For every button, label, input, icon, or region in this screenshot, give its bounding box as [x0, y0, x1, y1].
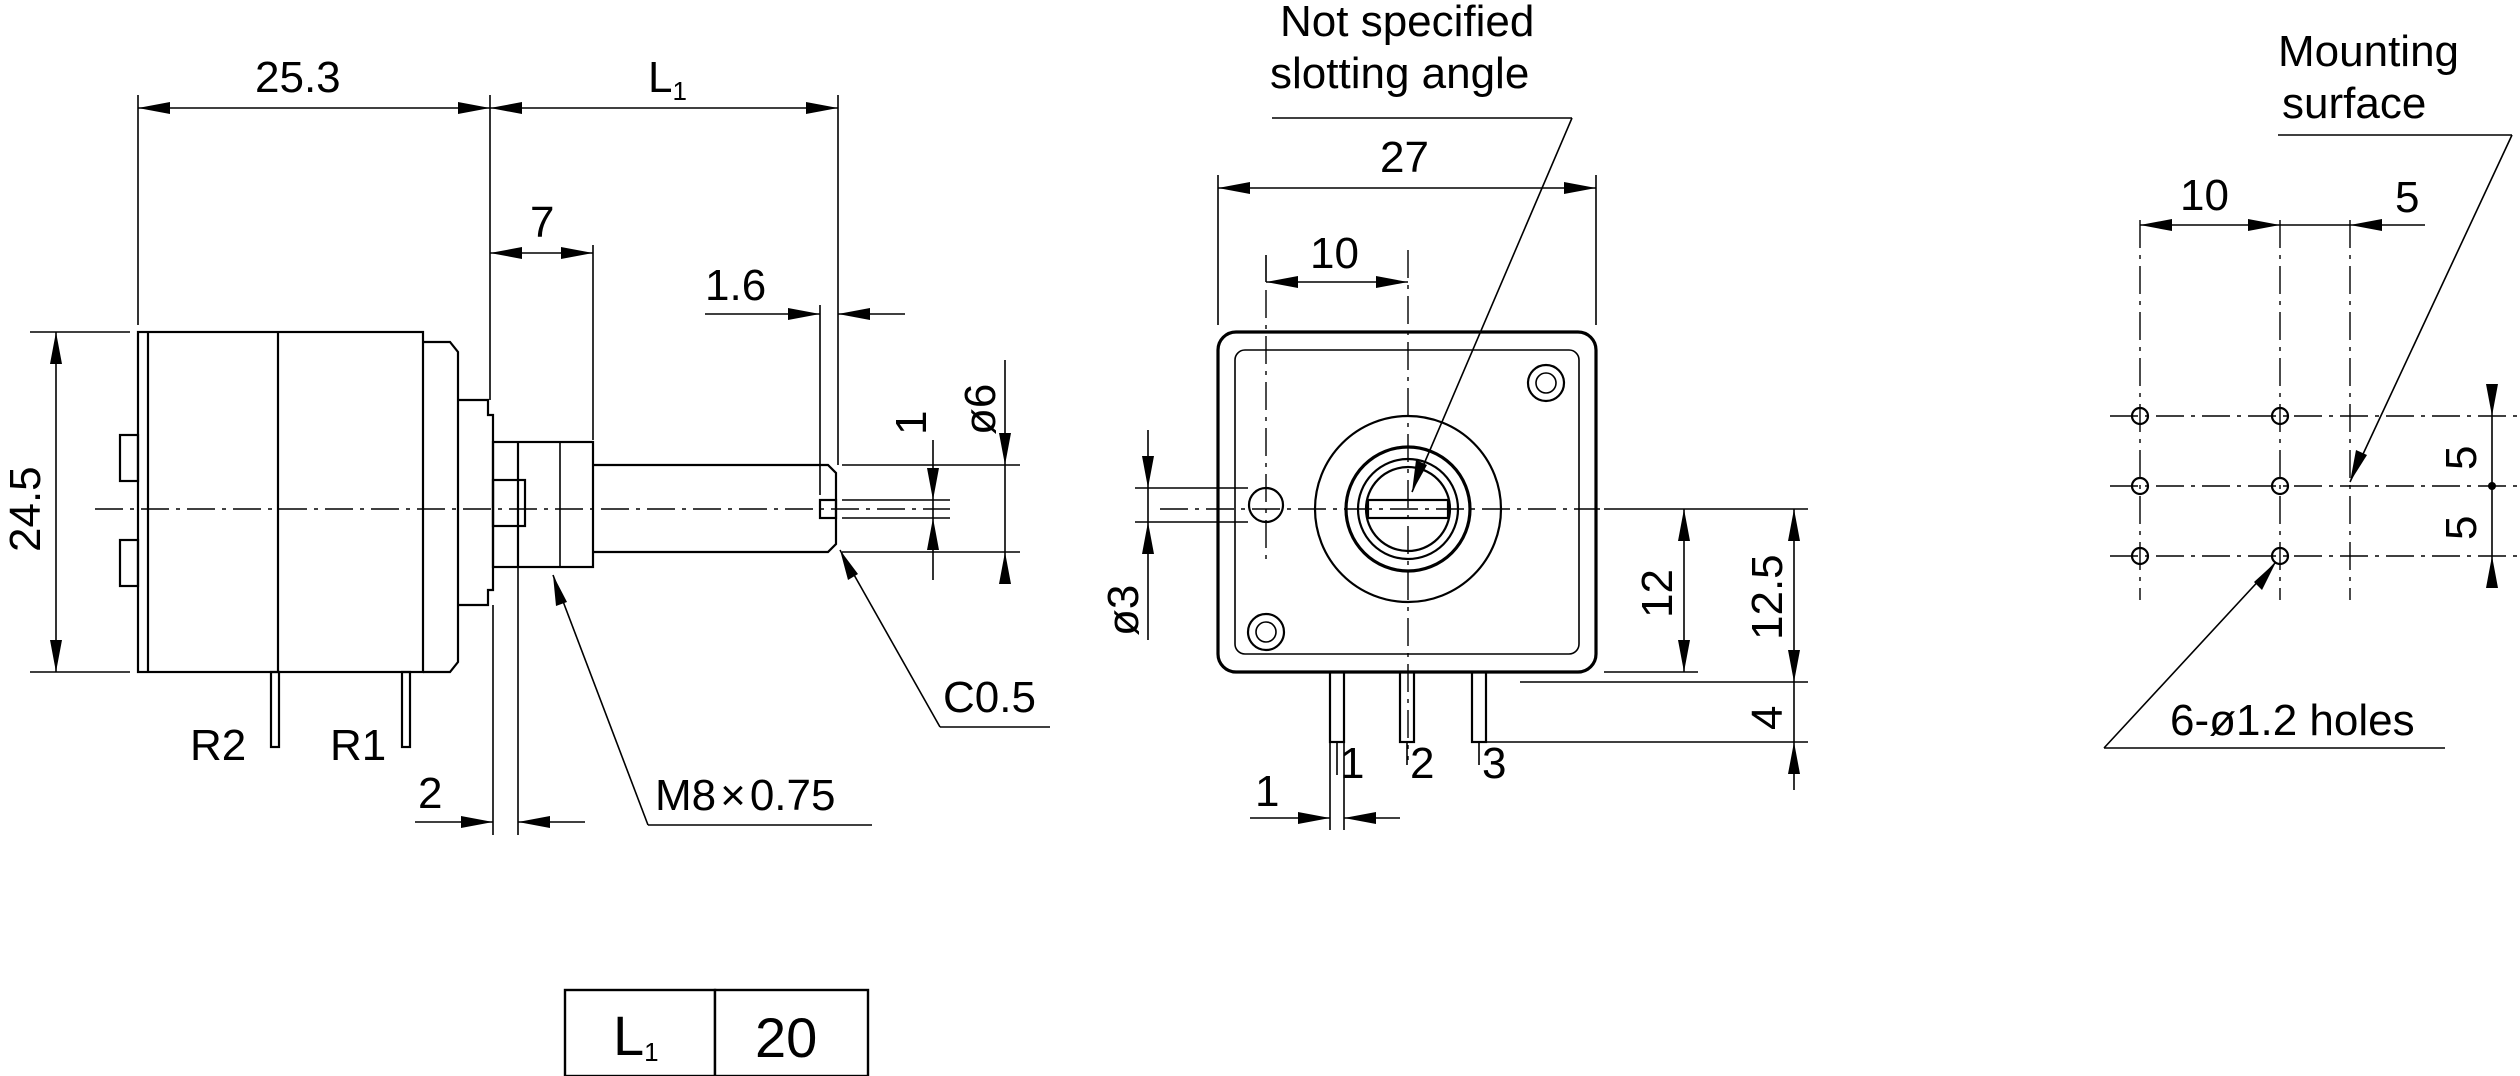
- dim-text-12-5: 12.5: [1743, 554, 1792, 640]
- dim-text-25-3: 25.3: [255, 53, 341, 102]
- dim-text-l1: L1: [648, 53, 687, 106]
- front-housing: [1216, 330, 1598, 674]
- terminals: R2 R1: [190, 670, 412, 770]
- dim-text-thread: M8×0.75: [655, 771, 835, 820]
- dim-text-c0-5: C0.5: [943, 673, 1036, 722]
- mount-line-1: Mounting: [2278, 27, 2459, 76]
- dim-front-height-12: 12: [1604, 508, 1698, 673]
- pin-label-2: 2: [1410, 739, 1434, 788]
- dim-bushing-length: 7: [490, 198, 594, 440]
- terminal-label-r2: R2: [190, 721, 246, 770]
- table-header: L1: [613, 1004, 659, 1067]
- dim-text-12: 12: [1633, 569, 1682, 618]
- dim-body-length: 25.3: [137, 53, 491, 400]
- dim-slot-width-diameter: 1 ø6: [842, 360, 1020, 584]
- dim-text-27: 27: [1380, 133, 1429, 182]
- dim-text-diam-3: ø3: [1099, 585, 1148, 636]
- note-line-2: slotting angle: [1270, 49, 1529, 98]
- dim-text-10-pcb: 10: [2180, 171, 2229, 220]
- dim-slot-depth: 1.6: [705, 261, 905, 495]
- leader-thread: M8×0.75: [552, 574, 872, 826]
- dim-front-width: 27: [1217, 133, 1597, 325]
- front-view: 1 2 3 Not specified slotting angle 27: [1099, 0, 1808, 830]
- dim-shaft-length: L1: [490, 53, 839, 465]
- front-pins: 1 2 3: [1328, 670, 1506, 788]
- holes-label: 6-ø1.2 holes: [2170, 696, 2415, 745]
- dim-pin-width: 1: [1250, 742, 1400, 830]
- dim-flange: 2: [415, 567, 585, 835]
- note-line-1: Not specified: [1280, 0, 1534, 46]
- dim-text-10-front: 10: [1310, 229, 1359, 278]
- dim-text-4: 4: [1743, 706, 1792, 730]
- dim-text-1-6: 1.6: [705, 261, 766, 310]
- mount-line-2: surface: [2282, 79, 2426, 128]
- dim-pcb-vertical: 5 5: [2437, 384, 2498, 588]
- dim-text-7: 7: [530, 198, 554, 247]
- leader-chamfer: C0.5: [839, 549, 1050, 728]
- threaded-bushing: [491, 440, 595, 569]
- dim-text-1-pin: 1: [1255, 767, 1279, 816]
- dim-text-5-v1: 5: [2437, 446, 2486, 470]
- dim-front-height-12-5: 12.5 4: [1486, 508, 1808, 790]
- note-slotting-angle: Not specified slotting angle: [1270, 0, 1573, 493]
- table-value: 20: [755, 1006, 817, 1069]
- dim-body-height: 24.5: [1, 331, 130, 673]
- pcb-layout-view: Mounting surface 10 5 5 5: [2103, 27, 2520, 749]
- dimension-table: L1 20: [563, 988, 870, 1076]
- terminal-label-r1: R1: [330, 721, 386, 770]
- dim-hole-diameter: ø3: [1099, 430, 1248, 640]
- dim-text-5-v2: 5: [2437, 516, 2486, 540]
- note-mounting-surface: Mounting surface: [2278, 27, 2513, 483]
- dim-front-shaft-offset: 10: [1265, 229, 1408, 288]
- dim-pcb-horizontal: 10 5: [2140, 171, 2425, 231]
- dim-text-1-slot: 1: [887, 411, 936, 435]
- dim-text-5-pcb: 5: [2395, 173, 2419, 222]
- table-value-cell: [713, 988, 870, 1076]
- pin-label-3: 3: [1482, 739, 1506, 788]
- dim-text-2: 2: [418, 769, 442, 818]
- side-view: R2 R1 25.3 L1 7: [1, 53, 1050, 835]
- dim-text-diam-6: ø6: [956, 384, 1005, 435]
- dim-text-24-5: 24.5: [1, 466, 50, 552]
- potentiometer-body: [118, 330, 495, 674]
- leader-holes: 6-ø1.2 holes: [2103, 561, 2445, 749]
